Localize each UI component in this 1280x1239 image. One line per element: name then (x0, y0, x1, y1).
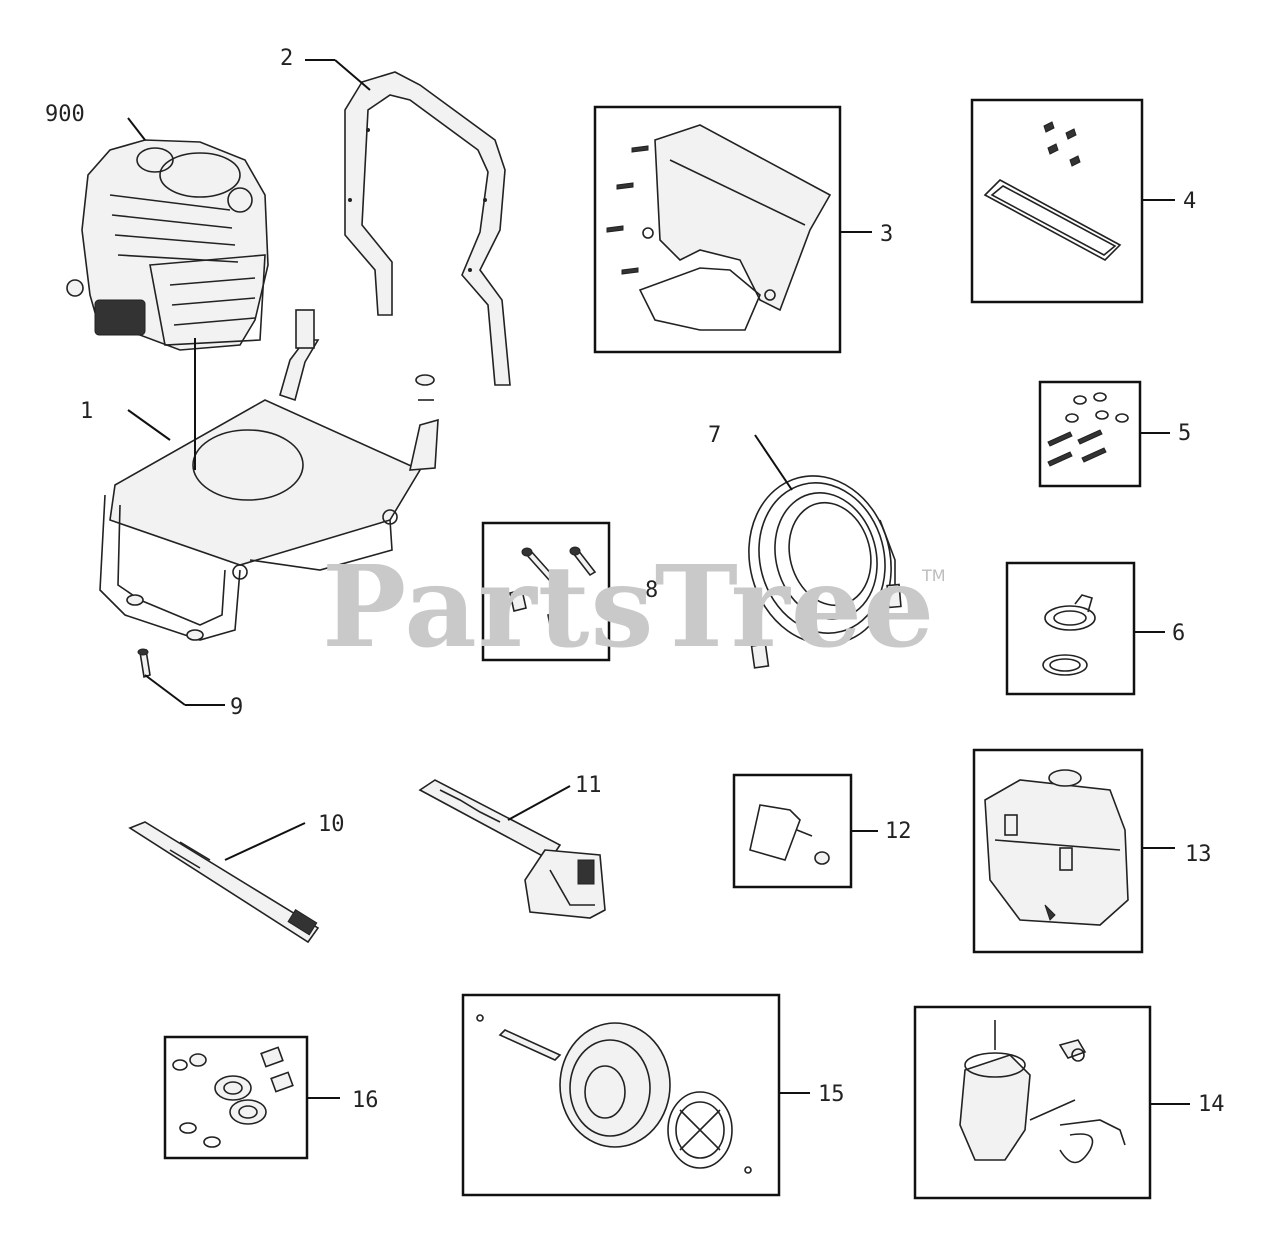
bearing-kit-part-16[interactable] (172, 1046, 294, 1148)
callout-5[interactable]: 5 (1178, 421, 1192, 446)
handle-part-2[interactable] (344, 71, 511, 386)
watermark-trademark: TM (922, 566, 946, 585)
leader-lines (127, 59, 1190, 1105)
bolt-part-9[interactable] (137, 648, 151, 679)
part-box-15 (461, 993, 781, 1197)
engine-part-900[interactable] (66, 139, 269, 351)
clip-part-12[interactable] (749, 804, 830, 865)
part-box-8 (481, 521, 611, 662)
callout-13[interactable]: 13 (1185, 842, 1212, 867)
callout-15[interactable]: 15 (818, 1082, 845, 1107)
hose-part-7[interactable] (730, 460, 909, 669)
pump-part-14[interactable] (959, 1020, 1126, 1164)
part-box-3 (593, 105, 842, 354)
callout-16[interactable]: 16 (352, 1088, 379, 1113)
callout-14[interactable]: 14 (1198, 1092, 1225, 1117)
wheel-kit-part-15[interactable] (476, 1014, 752, 1174)
watermark-text: PartsTree (322, 542, 936, 673)
callout-900[interactable]: 900 (45, 102, 85, 127)
callout-12[interactable]: 12 (885, 819, 912, 844)
callout-1[interactable]: 1 (80, 399, 94, 424)
retainer-part-4[interactable] (983, 121, 1122, 261)
callout-8[interactable]: 8 (645, 578, 659, 603)
part-box-13 (972, 748, 1144, 954)
wand-part-10[interactable] (128, 821, 320, 944)
fasteners-part-8[interactable] (509, 546, 597, 636)
callout-6[interactable]: 6 (1172, 621, 1186, 646)
hardware-part-5[interactable] (1047, 392, 1129, 467)
callout-2[interactable]: 2 (280, 46, 294, 71)
part-box-14 (913, 1005, 1152, 1200)
detergent-tank-part-13[interactable] (984, 769, 1129, 926)
callout-4[interactable]: 4 (1183, 189, 1197, 214)
spray-gun-part-11[interactable] (418, 779, 606, 919)
callout-7[interactable]: 7 (708, 423, 722, 448)
part-box-12 (732, 773, 853, 889)
callout-3[interactable]: 3 (880, 222, 894, 247)
callout-10[interactable]: 10 (318, 812, 345, 837)
frame-part-1[interactable] (99, 309, 439, 641)
cap-gasket-part-6[interactable] (1042, 594, 1096, 676)
part-box-6 (1005, 561, 1136, 696)
bracket-part-3[interactable] (606, 124, 832, 331)
callout-9[interactable]: 9 (230, 695, 244, 720)
callout-11[interactable]: 11 (575, 773, 602, 798)
